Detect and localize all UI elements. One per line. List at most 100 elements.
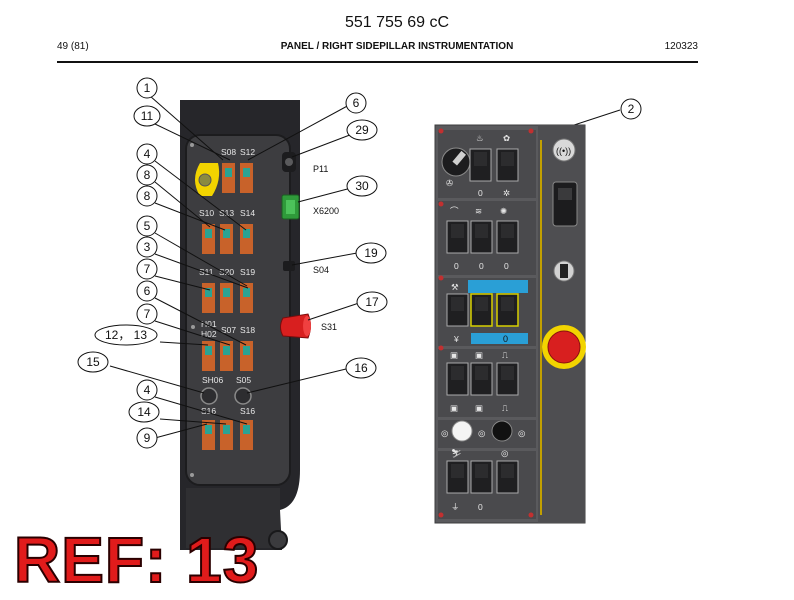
- rocker-switch-face: [501, 464, 514, 478]
- callout-bubble: [136, 236, 158, 258]
- callout-number: 6: [353, 96, 360, 110]
- code-label: S20: [219, 267, 234, 277]
- rotary-knob-pointer: [452, 150, 467, 166]
- washer-icon: ≋: [475, 206, 482, 216]
- light-icon: ✺: [500, 206, 508, 216]
- button-S31-face: [303, 316, 311, 336]
- switch-S14[interactable]: [240, 224, 253, 254]
- switch-S12[interactable]: [240, 163, 253, 193]
- switch-S16-mid[interactable]: [220, 420, 233, 450]
- callout-bubble: [136, 379, 158, 401]
- callout-number: 15: [86, 355, 100, 369]
- callout-number: 11: [141, 109, 154, 123]
- panel-screw: [190, 143, 194, 147]
- callout-bubble: [136, 258, 158, 280]
- indicator-H01-H02[interactable]: [202, 341, 215, 371]
- panel-screw: [190, 473, 194, 477]
- callout-number: 6: [144, 284, 151, 298]
- document-date: 120323: [664, 41, 698, 52]
- leader-lines: [109, 95, 621, 439]
- callout-number: 8: [144, 189, 151, 203]
- code-label: S18: [240, 325, 255, 335]
- code-label: S08: [221, 147, 236, 157]
- switch-indicator: [223, 288, 230, 297]
- switch-S08[interactable]: [222, 163, 235, 193]
- white-push-button[interactable]: [451, 420, 473, 442]
- callout-bubble: [94, 324, 158, 346]
- page-title: PANEL / RIGHT SIDEPILLAR INSTRUMENTATION: [280, 41, 514, 52]
- zero-label: 0: [503, 334, 508, 344]
- rocker-switch-face: [501, 297, 514, 311]
- black-push-button[interactable]: [491, 420, 513, 442]
- switch-S18[interactable]: [240, 341, 253, 371]
- blue-label-bar: [468, 280, 528, 293]
- rocker-switch-face: [475, 464, 488, 478]
- tool-icon: ⚒: [451, 282, 459, 292]
- socket-P11-hole: [285, 158, 293, 166]
- button-S05[interactable]: [234, 387, 252, 405]
- switch-indicator: [205, 346, 212, 355]
- rocker-switch-face: [501, 366, 514, 380]
- code-label: X6200: [313, 206, 339, 216]
- callout-bubble: [345, 92, 367, 114]
- switch-S07[interactable]: [220, 341, 233, 371]
- horn-signal-icon: ((•)): [556, 146, 571, 156]
- panel-screw: [438, 345, 444, 351]
- code-label: S12: [240, 147, 255, 157]
- code-label: SH06: [202, 375, 224, 385]
- callout-bubble: [345, 357, 377, 379]
- power-outlet-socket: [558, 188, 572, 200]
- callout-number: 29: [355, 123, 369, 137]
- button-SH06[interactable]: [200, 387, 218, 405]
- panel-screw: [528, 128, 534, 134]
- rocker-switch-face: [475, 366, 488, 380]
- callout-bubble: [136, 280, 158, 302]
- lock-icon: ▣: [450, 403, 458, 413]
- switch-indicator: [243, 168, 250, 177]
- mount-screw: [268, 530, 288, 550]
- switch-S04[interactable]: [283, 261, 295, 271]
- zero-label: 0: [504, 261, 509, 271]
- right-panel: ✇ ♨ ✿ 0 ✲ ⌒ ≋ ✺ 0 0 0 ⚒ ¥ 0: [434, 124, 586, 524]
- callout-bubble: [136, 185, 158, 207]
- switch-indicator: [243, 229, 250, 238]
- callout-bubble: [77, 351, 109, 373]
- callout-bubble: [346, 119, 378, 141]
- code-label: S13: [219, 208, 234, 218]
- beacon-icon: ◎: [518, 428, 526, 438]
- unlock-icon: ▣: [475, 403, 483, 413]
- callout-number: 14: [137, 405, 151, 419]
- header-rule: [57, 61, 698, 63]
- switch-S20[interactable]: [220, 283, 233, 313]
- code-label: S16: [201, 406, 216, 416]
- left-panel-base: [186, 488, 280, 548]
- rocker-switch-face: [451, 464, 464, 478]
- component-codes: S08 S12 S10 S13 S14 S11 S20 S19 H01 H02 …: [199, 147, 339, 416]
- callout-number: 2: [628, 102, 635, 116]
- panel-screw: [438, 512, 444, 518]
- callout-bubble: [620, 98, 642, 120]
- rocker-switch-face: [451, 224, 464, 238]
- switch-indicator: [205, 288, 212, 297]
- callout-number: 9: [144, 431, 151, 445]
- callout-bubble: [128, 401, 160, 423]
- ventilation-icon: ✿: [503, 133, 511, 143]
- switch-indicator: [223, 229, 230, 238]
- key-cylinder-icon: [198, 173, 212, 187]
- switch-indicator: [223, 346, 230, 355]
- panel-screw: [191, 325, 195, 329]
- emergency-stop-button[interactable]: [547, 330, 581, 364]
- code-label: S05: [236, 375, 251, 385]
- callout-number: 5: [144, 219, 151, 233]
- switch-S11[interactable]: [202, 283, 215, 313]
- ref-label: REF: 13: [13, 524, 260, 596]
- horn-button[interactable]: [552, 138, 576, 162]
- rocker-switch-face: [501, 152, 514, 166]
- switch-S10[interactable]: [202, 224, 215, 254]
- fan-speed-icon: ✲: [503, 188, 510, 198]
- callout-number: 19: [364, 246, 378, 260]
- rocker-switch-face: [475, 224, 488, 238]
- left-panel: [180, 100, 311, 550]
- code-label: S11: [199, 267, 214, 277]
- switch-S16-right[interactable]: [240, 420, 253, 450]
